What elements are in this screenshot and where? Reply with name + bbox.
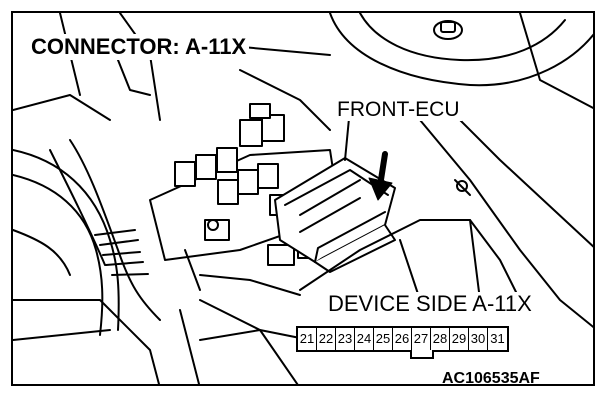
- connector-pin: 22: [317, 328, 336, 350]
- connector-pin: 26: [393, 328, 412, 350]
- connector-pin: 25: [374, 328, 393, 350]
- connector-pin: 30: [469, 328, 488, 350]
- connector-title: CONNECTOR: A-11X: [28, 34, 250, 60]
- connector-pin: 24: [355, 328, 374, 350]
- connector-pin: 31: [490, 331, 505, 346]
- front-ecu-unit: [274, 157, 396, 273]
- connector-pin: 27: [412, 328, 431, 350]
- relay-block: [149, 103, 341, 296]
- connector-pin: 23: [336, 328, 355, 350]
- figure-frame: CONNECTOR: A-11X FRONT-ECU DEVICE SIDE A…: [11, 11, 595, 386]
- device-side-label: DEVICE SIDE A-11X: [326, 291, 534, 316]
- figure-code: AC106535AF: [442, 370, 540, 386]
- ecu-label: FRONT-ECU: [335, 98, 462, 121]
- connector-pin: 28: [431, 328, 450, 350]
- connector-pin: 21: [298, 328, 317, 350]
- connector-arrow: [368, 151, 393, 201]
- connector-pin: 29: [450, 328, 469, 350]
- engine-bay-drawing: [13, 13, 593, 384]
- connector-lock-tab: [410, 350, 434, 359]
- round-component: [329, 13, 593, 110]
- lower-housing: [199, 219, 521, 341]
